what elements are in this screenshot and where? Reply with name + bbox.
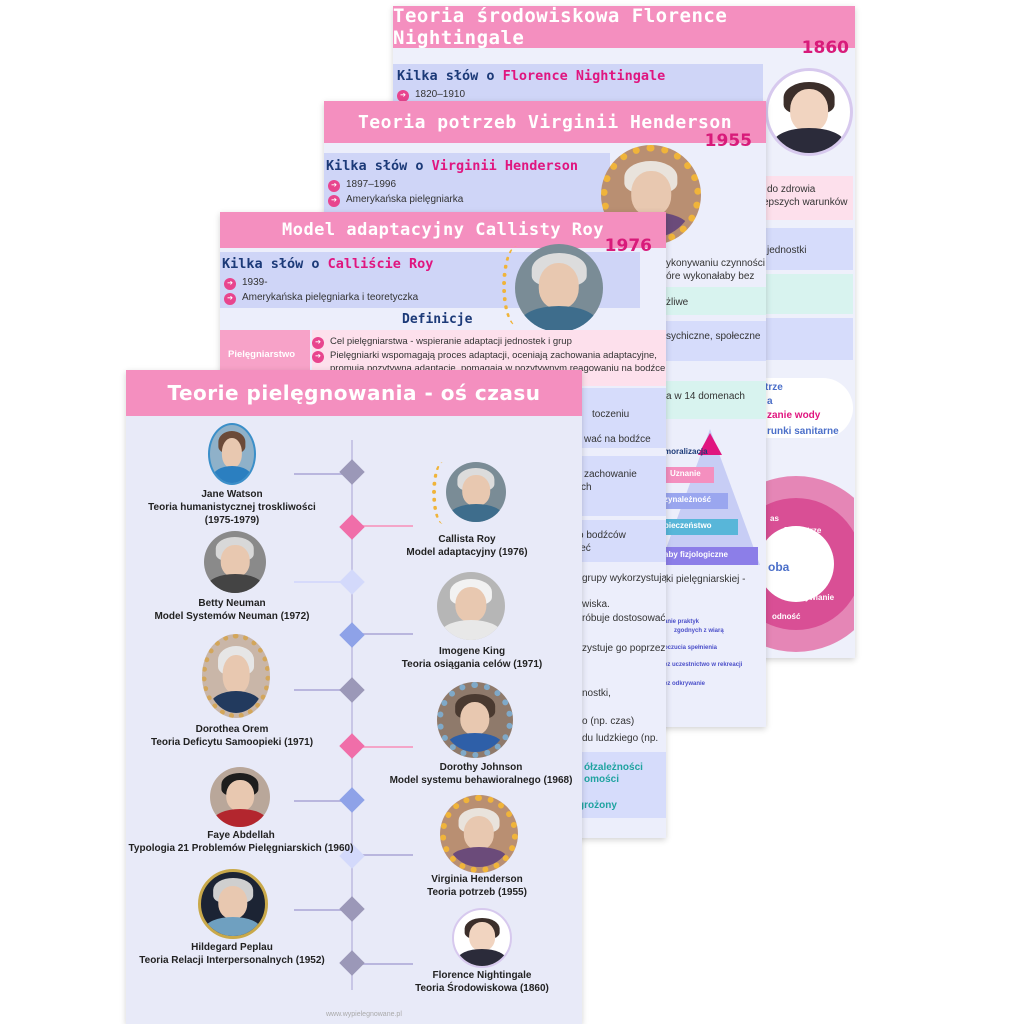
needs-pyramid: moralizacja Uznanie zynależność pieczeńs… xyxy=(660,429,760,569)
nightingale-year: 1860 xyxy=(801,38,849,58)
nightingale-bullet: 1820–1910 xyxy=(397,89,465,102)
roy-year: 1976 xyxy=(604,236,652,256)
orem-entry: Dorothea Orem Teoria Deficytu Samoopieki… xyxy=(150,724,314,748)
henderson-year: 1955 xyxy=(704,131,752,151)
abdellah-entry: Faye Abdellah Typologia 21 Problemów Pie… xyxy=(128,830,354,854)
henderson-timeline-portrait xyxy=(440,795,518,873)
nightingale-heading: Kilka słów o Florence Nightingale xyxy=(397,68,666,84)
johnson-entry: Dorothy Johnson Model systemu behawioral… xyxy=(389,762,573,786)
king-entry: Imogene King Teoria osiągania celów (197… xyxy=(401,646,543,670)
neuman-portrait xyxy=(204,531,266,593)
henderson-heading: Kilka słów o Virginii Henderson xyxy=(326,158,578,174)
peplau-entry: Hildegard Peplau Teoria Relacji Interper… xyxy=(139,942,325,966)
orem-portrait xyxy=(202,634,270,718)
peplau-portrait xyxy=(198,869,268,939)
king-portrait xyxy=(437,572,505,640)
def-label: Pielęgniarstwo xyxy=(228,349,296,360)
abdellah-portrait xyxy=(210,767,270,827)
nightingale-timeline-portrait xyxy=(452,908,512,968)
flower-decoration xyxy=(432,462,454,524)
roy-portrait xyxy=(515,244,603,332)
footer-url[interactable]: www.wypielegnowane.pl xyxy=(326,1011,402,1018)
timeline-axis xyxy=(351,440,353,990)
timeline-title: Teorie pielęgnowania - oś czasu xyxy=(126,370,582,416)
watson-entry: Jane Watson Teoria humanistycznej troskl… xyxy=(148,489,316,526)
definitions-heading: Definicje xyxy=(402,312,473,327)
nightingale-portrait xyxy=(765,68,853,156)
nightingale-entry: Florence Nightingale Teoria Środowiskowa… xyxy=(415,970,549,994)
roy-timeline-portrait xyxy=(446,462,506,522)
watson-portrait xyxy=(208,423,256,485)
nightingale-title: Teoria środowiskowa Florence Nightingale xyxy=(393,6,855,49)
johnson-portrait xyxy=(437,682,513,758)
roy-heading: Kilka słów o Calliście Roy xyxy=(222,256,434,272)
flower-decoration xyxy=(502,246,532,326)
neuman-entry: Betty Neuman Model Systemów Neuman (1972… xyxy=(154,598,310,622)
roy-title: Model adaptacyjny Callisty Roy xyxy=(220,212,666,248)
henderson-entry: Virginia Henderson Teoria potrzeb (1955) xyxy=(427,874,527,898)
henderson-title: Teoria potrzeb Virginii Henderson xyxy=(324,101,766,143)
roy-entry: Callista Roy Model adaptacyjny (1976) xyxy=(406,534,528,558)
